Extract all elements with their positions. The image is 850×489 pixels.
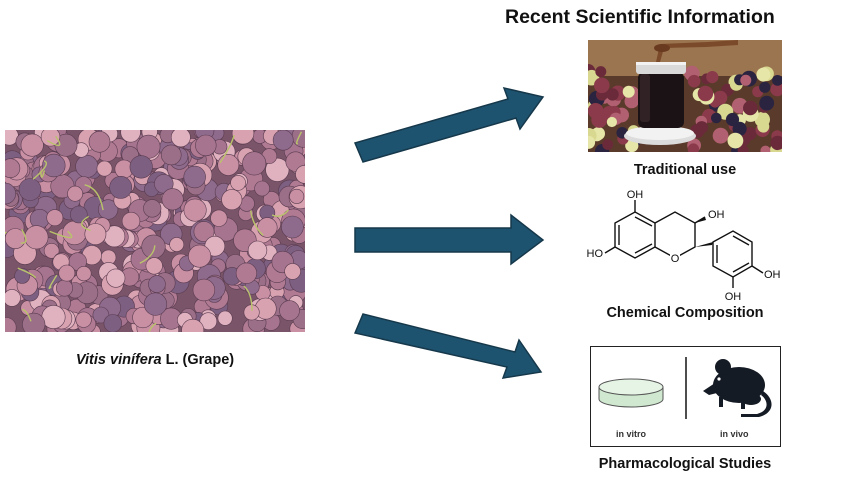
flow-arrows bbox=[353, 86, 545, 379]
grape-photo bbox=[0, 119, 315, 348]
oh-top-label: OH bbox=[627, 189, 644, 201]
arrow-right bbox=[354, 213, 545, 266]
in-vitro-label: in vitro bbox=[616, 429, 647, 439]
species-name: Vitis vinífera bbox=[75, 352, 162, 368]
wedge-bond-oh bbox=[695, 217, 706, 223]
grape-caption: Vitis vinífera L. (Grape) bbox=[5, 352, 305, 368]
catechin-structure: O OH OH HO OH OH bbox=[587, 189, 781, 303]
arrow-down-right bbox=[353, 313, 543, 379]
grape-syrup-jar-image bbox=[580, 40, 785, 159]
page-title: Recent Scientific Information bbox=[505, 6, 775, 28]
mouse-icon bbox=[703, 359, 772, 417]
pharmacological-studies-label: Pharmacological Studies bbox=[598, 456, 772, 472]
species-common-name: L. (Grape) bbox=[165, 352, 235, 368]
vitro-vivo-illustration bbox=[598, 357, 772, 419]
oh-bottom-label: OH bbox=[725, 291, 742, 303]
chemical-composition-label: Chemical Composition bbox=[606, 305, 764, 321]
oh-ring-label: OH bbox=[708, 209, 725, 221]
traditional-use-photo bbox=[580, 40, 785, 159]
traditional-use-label: Traditional use bbox=[633, 162, 737, 178]
wedge-bond bbox=[695, 242, 713, 247]
petri-dish-icon bbox=[598, 378, 664, 408]
ring-oxygen: O bbox=[671, 253, 680, 265]
oh-right-label: OH bbox=[764, 269, 781, 281]
ho-left-label: HO bbox=[587, 248, 604, 260]
grape-cluster-image bbox=[0, 119, 315, 348]
pharmacological-panel: in vitro in vivo bbox=[590, 346, 781, 447]
arrow-up-right bbox=[353, 86, 545, 163]
in-vivo-label: in vivo bbox=[720, 429, 749, 439]
